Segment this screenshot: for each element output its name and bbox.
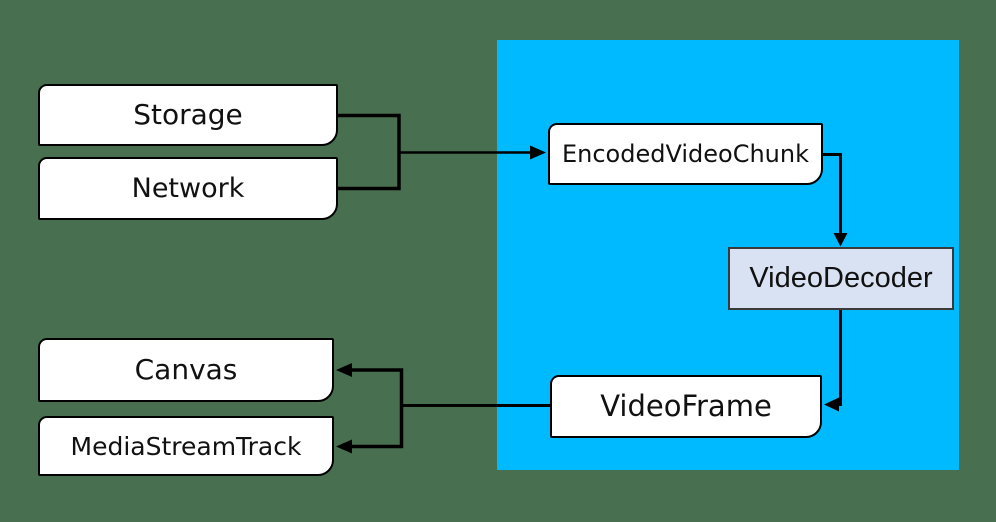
node-storage-label: Storage <box>133 98 243 131</box>
arrowhead-into-media-stream-track <box>336 439 352 454</box>
node-video-decoder: VideoDecoder <box>728 247 954 310</box>
node-video-frame-label: VideoFrame <box>600 389 772 423</box>
edge-sinks-bracket <box>352 368 404 449</box>
node-network: Network <box>38 157 338 220</box>
node-media-stream-track: MediaStreamTrack <box>38 416 334 476</box>
node-media-stream-track-label: MediaStreamTrack <box>70 431 302 461</box>
node-encoded-video-chunk: EncodedVideoChunk <box>548 123 823 185</box>
node-video-frame: VideoFrame <box>550 375 822 438</box>
arrowhead-into-canvas <box>336 363 352 377</box>
node-canvas-label: Canvas <box>134 353 238 386</box>
node-encoded-video-chunk-label: EncodedVideoChunk <box>561 140 810 168</box>
edge-sources-bracket <box>337 113 401 191</box>
node-video-decoder-label: VideoDecoder <box>749 262 933 294</box>
node-storage: Storage <box>38 84 338 146</box>
node-canvas: Canvas <box>38 338 334 402</box>
node-network-label: Network <box>131 173 245 204</box>
